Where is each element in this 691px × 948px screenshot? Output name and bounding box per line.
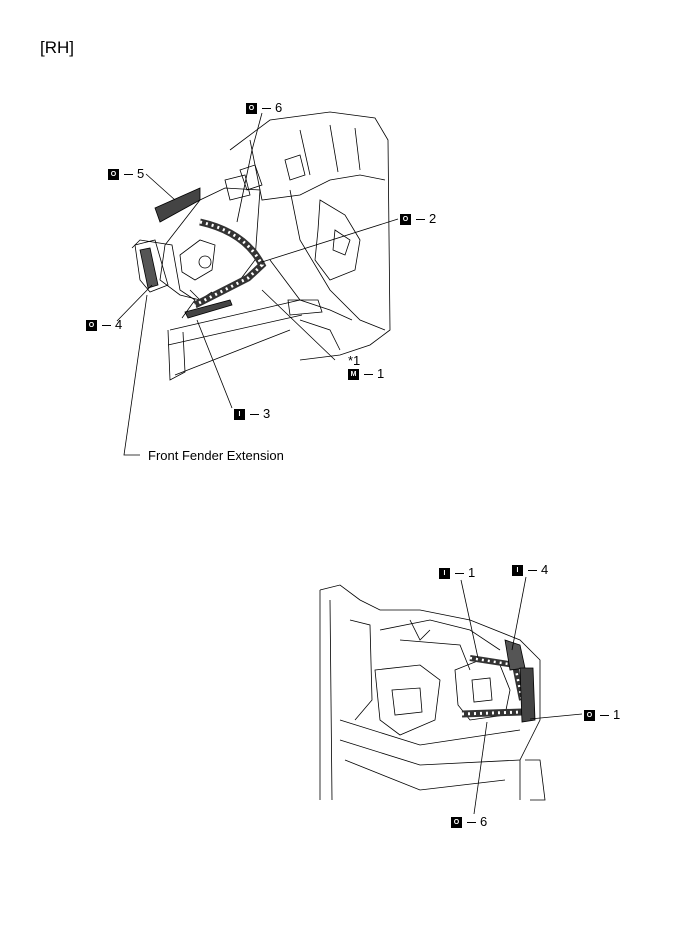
seal-symbol-o: O: [86, 319, 97, 331]
dash: [455, 572, 464, 574]
callout-number: 1: [468, 565, 476, 580]
dash: [124, 173, 133, 175]
label-front-fender-extension: Front Fender Extension: [148, 448, 284, 463]
callout-number: 5: [137, 166, 145, 181]
seal-symbol-i: I: [512, 564, 523, 576]
seal-symbol-i: I: [439, 567, 450, 579]
dash: [467, 821, 476, 823]
dash: [416, 218, 425, 220]
seal-symbol-i: I: [234, 408, 245, 420]
seal-symbol-o: O: [451, 816, 462, 828]
seal-symbol-o: O: [400, 213, 411, 225]
callout-number: 4: [115, 317, 123, 332]
dash: [102, 324, 111, 326]
seal-symbol-o: O: [584, 709, 595, 721]
dash: [600, 714, 609, 716]
callout-number: 6: [480, 814, 488, 829]
callout-number: 4: [541, 562, 549, 577]
note-star-1: *1: [348, 353, 361, 368]
callout-number: 6: [275, 100, 283, 115]
dash: [262, 107, 271, 109]
callout-number: 3: [263, 406, 271, 421]
callout-number: 1: [377, 366, 385, 381]
dash: [364, 373, 373, 375]
callout-number: 1: [613, 707, 621, 722]
seal-symbol-m: M: [348, 368, 359, 380]
seal-symbol-o: O: [246, 102, 257, 114]
seal-symbol-o: O: [108, 168, 119, 180]
callout-number: 2: [429, 211, 437, 226]
dash: [528, 569, 537, 571]
page-heading: [RH]: [40, 38, 74, 57]
dash: [250, 413, 259, 415]
